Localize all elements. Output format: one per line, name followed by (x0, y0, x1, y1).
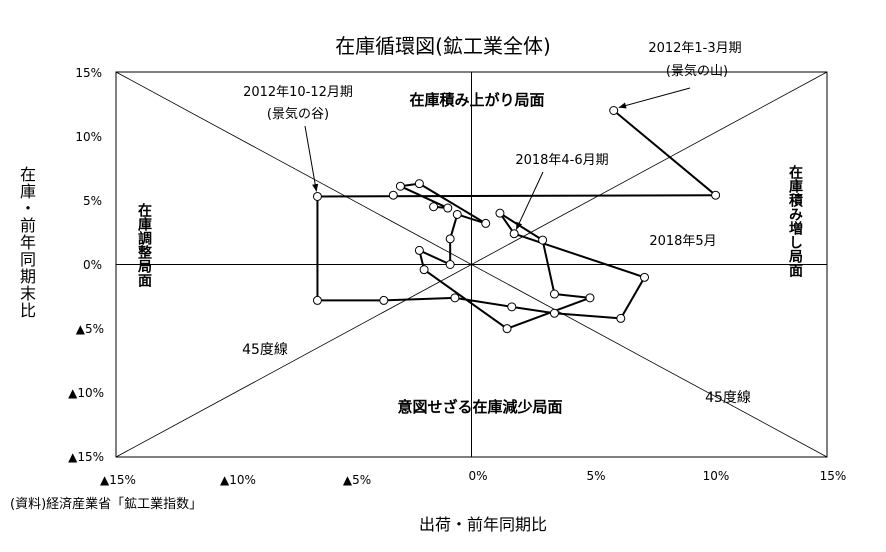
data-point (549, 289, 559, 299)
region-label-left: 在庫調整局面 (136, 203, 152, 287)
data-point (414, 179, 424, 189)
data-point (379, 295, 389, 305)
data-point (419, 265, 429, 275)
x-tick-label: ▲15% (100, 473, 136, 487)
data-point (414, 245, 424, 255)
data-point (507, 302, 517, 312)
arrow-peak (618, 87, 691, 109)
annotation-2018-may: 2018年5月 (649, 234, 716, 249)
y-tick-label: ▲10% (68, 386, 104, 400)
cycle-segment (423, 268, 508, 330)
data-point (450, 293, 460, 303)
cycle-segment (499, 212, 544, 241)
data-point (429, 202, 439, 212)
cycle-segment (554, 312, 621, 320)
arrow-trough (304, 125, 319, 192)
cycle-segment (399, 185, 449, 209)
data-point (538, 235, 548, 245)
data-point (452, 209, 462, 219)
y-tick-label: 5% (83, 194, 102, 208)
data-point (549, 308, 559, 318)
data-point (495, 208, 505, 218)
annotation-2018q2: 2018年4-6月期 (515, 153, 608, 168)
data-points (312, 106, 721, 334)
y-axis-label: 在庫・前年同期末比 (17, 166, 36, 319)
data-point (443, 203, 453, 213)
cycle-segment (613, 109, 717, 196)
x-tick-label: 0% (468, 469, 487, 483)
y-tick-label: 15% (75, 66, 102, 80)
x-tick-label: ▲10% (220, 473, 256, 487)
y-tick-label: 0% (83, 258, 102, 272)
data-point (585, 293, 595, 303)
chart-title: 在庫循環図(鉱工業全体) (335, 34, 551, 58)
annotation-peak-label: (景気の山) (666, 63, 728, 79)
cycle-segment (619, 276, 646, 319)
annotation-trough-label: (景気の谷) (267, 106, 329, 122)
data-point (616, 313, 626, 323)
cycle-segment (454, 296, 512, 308)
cycle-segment (456, 213, 487, 225)
data-point (481, 218, 491, 228)
x-tick-label: 5% (586, 469, 605, 483)
data-point (388, 190, 398, 200)
cycle-segment (317, 194, 716, 198)
reference-line-label: 45度線 (242, 342, 288, 358)
data-point (312, 191, 322, 201)
data-point (640, 272, 650, 282)
x-axis-label: 出荷・前年同期比 (419, 515, 547, 534)
cycle-segment (383, 296, 455, 302)
data-point (502, 324, 512, 334)
data-point (609, 106, 619, 115)
data-point (312, 295, 322, 305)
region-label-right: 在庫積み増し局面 (787, 165, 803, 277)
x-tick-label: 10% (703, 469, 730, 483)
y-tick-label: ▲15% (68, 450, 104, 464)
data-point (445, 234, 455, 244)
data-point (711, 190, 721, 200)
cycle-path (316, 109, 717, 330)
reference-line-label: 45度線 (705, 390, 751, 406)
cycle-segment (554, 293, 591, 299)
y-tick-label: ▲5% (76, 322, 104, 336)
cycle-segment (506, 296, 591, 330)
cycle-segment (513, 232, 645, 279)
region-label-bottom: 意図せざる在庫減少局面 (397, 398, 562, 416)
data-point (509, 229, 519, 239)
data-point (445, 260, 455, 269)
arrow-2018q2 (515, 171, 544, 230)
cycle-segment (418, 182, 487, 225)
annotation-peak-date: 2012年1-3月期 (648, 41, 741, 56)
x-tick-label: 15% (820, 469, 847, 483)
reference-line-45deg-falling (115, 71, 828, 458)
cycle-segment (511, 305, 555, 315)
data-point (395, 181, 405, 191)
annotation-arrows (304, 87, 691, 230)
y-tick-label: 10% (75, 130, 102, 144)
region-label-top: 在庫積み上がり局面 (409, 91, 544, 109)
source-note: (資料)経済産業省「鉱工業指数」 (10, 496, 202, 512)
annotation-trough-date: 2012年10-12月期 (243, 85, 353, 100)
cycle-segment (418, 249, 451, 266)
x-tick-label: ▲5% (343, 473, 371, 487)
cycle-segment (541, 239, 556, 295)
